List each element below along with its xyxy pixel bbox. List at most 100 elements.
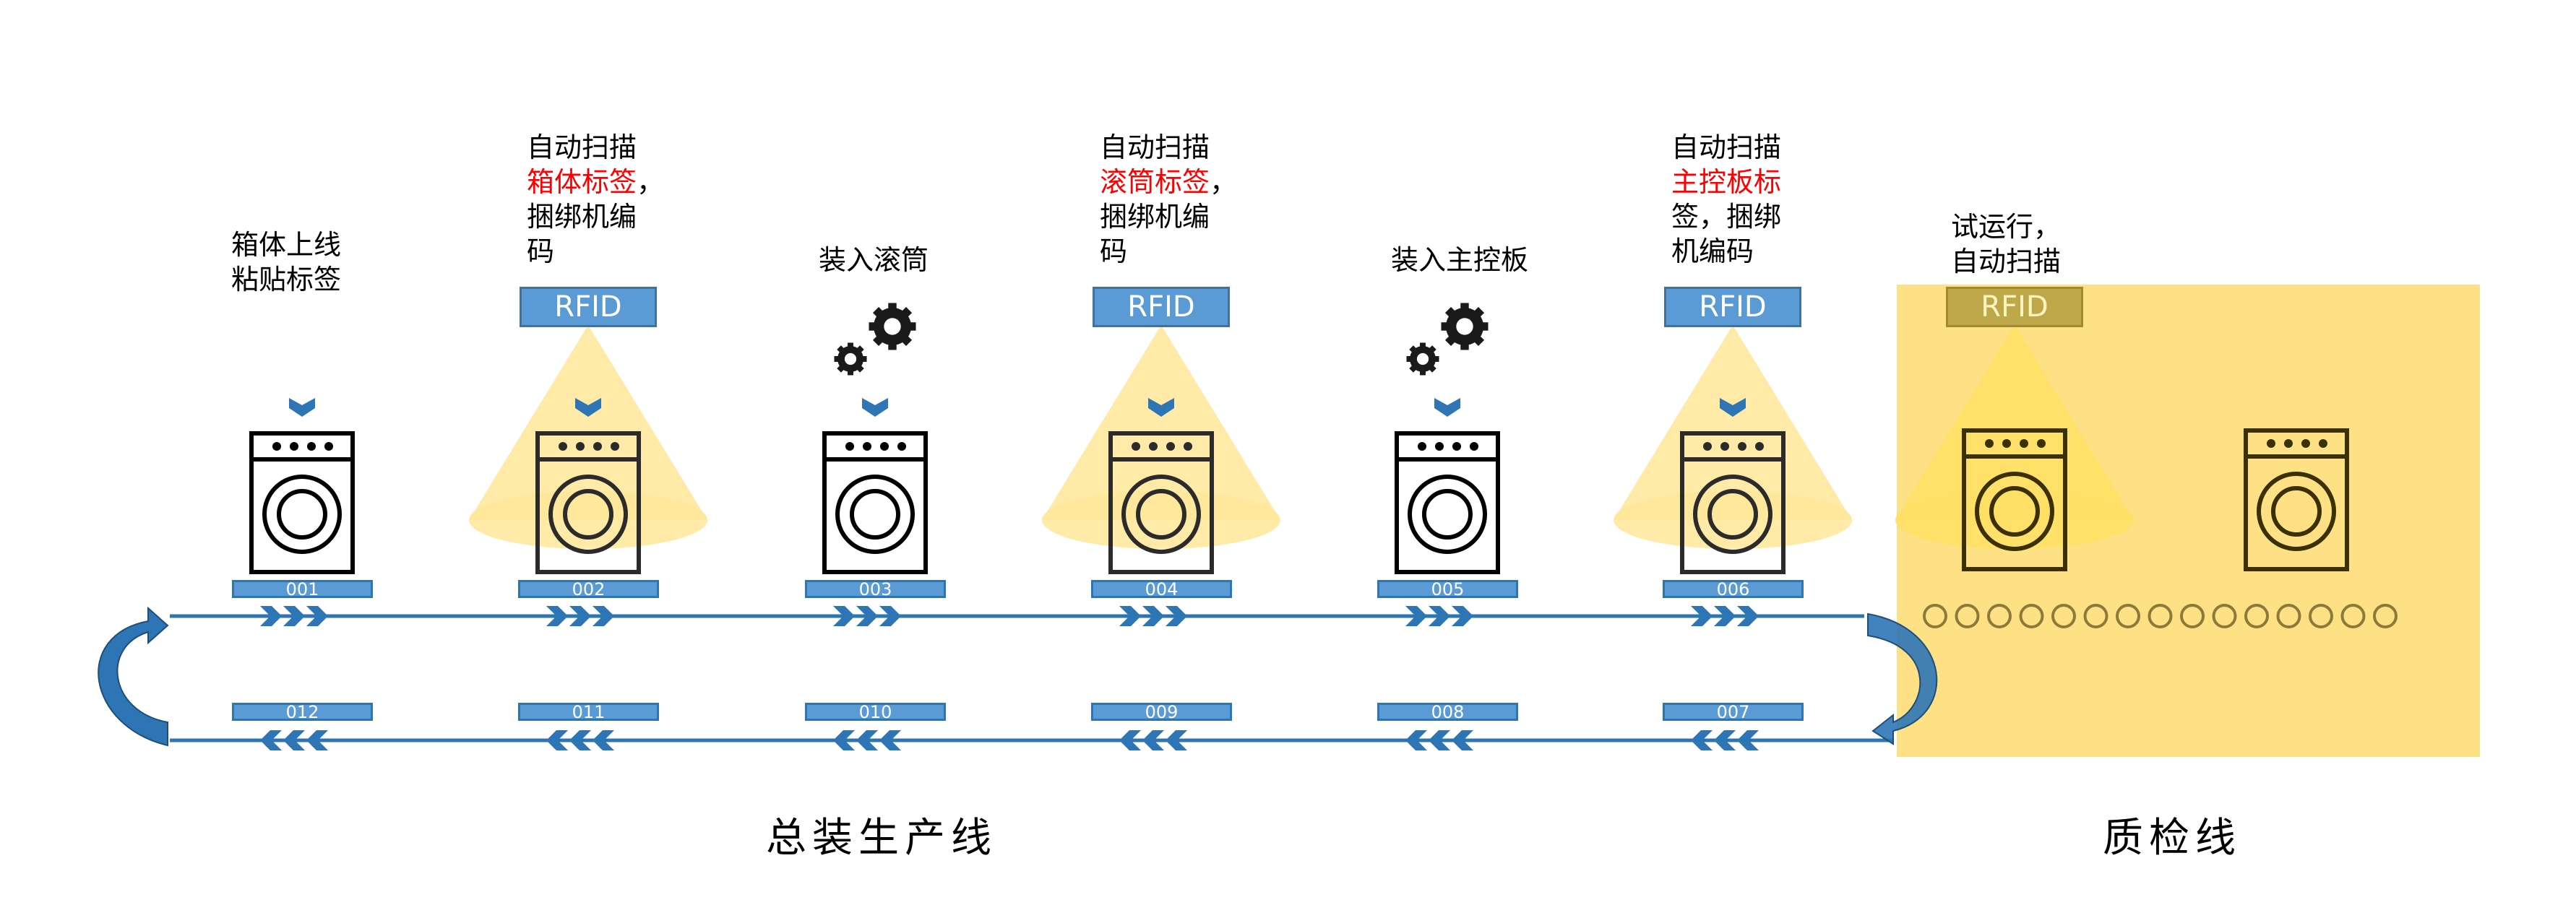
chevron-right-icon [260, 606, 282, 626]
roller-circle [2373, 604, 2398, 628]
return-arrow-right [1867, 612, 1938, 745]
chevron-left-icon [1452, 730, 1473, 750]
return-arrow-left [98, 606, 169, 747]
roller-circle [2309, 604, 2333, 628]
chevron-left-icon [1737, 730, 1759, 750]
station-label: 装入主控板 [1391, 243, 1528, 277]
assembly-line-title: 总装生产线 [766, 815, 997, 862]
station-label-text: 装入滚筒 [819, 244, 929, 276]
chevron-right-icon [1691, 606, 1713, 626]
chevron-left-icon [593, 730, 614, 750]
washing-machine-icon [249, 431, 355, 574]
gear-icon [1441, 303, 1489, 350]
chevron-right-icon [1452, 606, 1473, 626]
station-label-text: 自动扫描 [1100, 131, 1210, 163]
down-arrow-icon [862, 398, 888, 417]
station-label: 自动扫描 主控板标 签，捆绑 机编码 [1671, 130, 1781, 269]
station-label: 自动扫描 滚筒标签， 捆绑机编 码 [1100, 130, 1237, 269]
washing-machine-icon [822, 431, 928, 574]
rfid-reader: RFID [1664, 287, 1801, 327]
chevron-left-icon [1142, 730, 1164, 750]
roller-circle [1987, 604, 2012, 628]
down-arrow-icon [1434, 398, 1460, 417]
station-code-top: 006 [1663, 580, 1804, 598]
chevron-right-icon [1737, 606, 1759, 626]
chevron-right-icon [1429, 606, 1450, 626]
station-label: 自动扫描 箱体标签， 捆绑机编 码 [527, 130, 664, 269]
rfid-scan-beam-base [1895, 491, 2134, 549]
station-code-bottom: 009 [1091, 703, 1232, 721]
station-label-text: 箱体上线 粘贴标签 [231, 229, 342, 295]
rfid-scan-beam [1614, 325, 1852, 549]
washing-machine-icon [1395, 431, 1500, 574]
chevron-right-icon [856, 606, 878, 626]
chevron-right-icon [879, 606, 901, 626]
chevron-right-icon [1119, 606, 1141, 626]
station [822, 303, 928, 750]
chevron-left-icon [260, 730, 282, 750]
rfid-scan-beam [1042, 325, 1280, 549]
chevron-right-icon [1714, 606, 1736, 626]
station-label-text: 签，捆绑 机编码 [1671, 201, 1782, 267]
roller-circle [2244, 604, 2269, 628]
station-label-highlight: 箱体标签 [527, 166, 637, 198]
qc-rfid-reader: RFID [1946, 287, 2083, 327]
roller-circle [2019, 604, 2044, 628]
rfid-scan-beam [1895, 325, 2134, 520]
roller-circle [2148, 604, 2173, 628]
station [1614, 325, 1852, 750]
chevron-left-icon [1714, 730, 1736, 750]
station-code-top: 001 [232, 580, 373, 598]
roller-circle [2340, 604, 2366, 628]
chevron-left-icon [856, 730, 878, 750]
chevron-left-icon [879, 730, 901, 750]
qc-station [1895, 325, 2349, 571]
chevron-right-icon [1142, 606, 1164, 626]
roller-circle [2083, 604, 2108, 628]
down-arrow-icon [289, 398, 315, 417]
chevron-left-icon [283, 730, 305, 750]
roller-circle [2116, 604, 2140, 628]
station [469, 325, 707, 750]
station-code-bottom: 010 [805, 703, 946, 721]
chevron-left-icon [833, 730, 855, 750]
station-label-text: 装入主控板 [1391, 244, 1529, 276]
washing-machine-icon [1680, 431, 1785, 574]
qc-station-label: 试运行， 自动扫描 [1951, 211, 2062, 277]
washing-machine-icon [1108, 431, 1214, 574]
chevron-left-icon [546, 730, 568, 750]
gear-icon [834, 342, 867, 376]
washing-machine-icon [1962, 428, 2067, 571]
station-code-bottom: 007 [1663, 703, 1804, 721]
chevron-left-icon [1691, 730, 1713, 750]
chevron-right-icon [546, 606, 568, 626]
station-code-top: 002 [518, 580, 659, 598]
qc-line-title: 质检线 [2103, 815, 2241, 862]
station-label-text: 自动扫描 [1671, 131, 1782, 163]
station [1042, 325, 1280, 750]
chevron-right-icon [1405, 606, 1427, 626]
washing-machine-icon [2244, 428, 2349, 571]
chevron-right-icon [593, 606, 614, 626]
roller-circle [2051, 604, 2076, 628]
station-label-text: 自动扫描 [527, 131, 637, 163]
station-code-bottom: 008 [1377, 703, 1518, 721]
station-code-top: 005 [1377, 580, 1518, 598]
chevron-right-icon [833, 606, 855, 626]
roller-circle [2212, 604, 2237, 628]
chevron-right-icon [306, 606, 328, 626]
station [249, 398, 355, 750]
chevron-right-icon [569, 606, 591, 626]
chevron-left-icon [1429, 730, 1450, 750]
chevron-left-icon [306, 730, 328, 750]
station-label-highlight: 滚筒标签 [1100, 166, 1210, 198]
chevron-left-icon [569, 730, 591, 750]
gear-icon [1406, 342, 1439, 376]
station-code-top: 004 [1091, 580, 1232, 598]
rfid-reader: RFID [520, 287, 657, 327]
stations [249, 303, 1852, 750]
gear-icon [869, 303, 916, 350]
station-code-bottom: 011 [518, 703, 659, 721]
chevron-left-icon [1119, 730, 1141, 750]
